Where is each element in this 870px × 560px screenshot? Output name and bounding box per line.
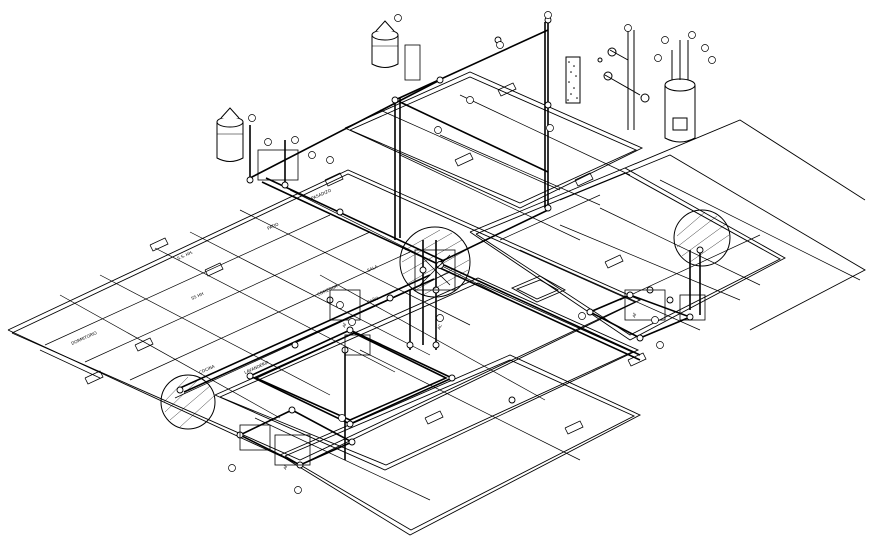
water-heater [664, 40, 696, 143]
pipe-label: AC [436, 323, 443, 330]
pipe-label: AF [282, 463, 289, 470]
hatch-lines [163, 211, 730, 428]
room-label: SS HH [190, 291, 204, 301]
room-label: COCINA [198, 364, 215, 375]
detail-bubbles [160, 209, 731, 430]
pipe-network [179, 20, 701, 466]
floor-hatch [510, 275, 567, 303]
wall-section-stipple [567, 61, 578, 101]
pipe-label: AF [341, 321, 348, 328]
partition-walls [39, 94, 861, 501]
room-label: PASADIZO [310, 187, 332, 201]
callout-bubbles [228, 11, 716, 494]
pipe-label: AF [631, 311, 638, 318]
room-label: S.S. HH. [176, 249, 193, 260]
valve-detail [565, 30, 650, 130]
fixture-clusters [239, 44, 706, 466]
door-marks [84, 82, 647, 435]
room-label: DORMITORIO [70, 330, 98, 346]
floor-outline-main [7, 71, 866, 536]
room-label: SALA [366, 264, 378, 273]
room-label: PATIO [266, 221, 280, 231]
room-label: BAÑO [366, 295, 380, 305]
tank-left [216, 107, 244, 162]
tank-top [371, 20, 399, 68]
pipe-labels: AF AF AF AC [282, 311, 638, 470]
pipe-fittings [176, 16, 704, 469]
